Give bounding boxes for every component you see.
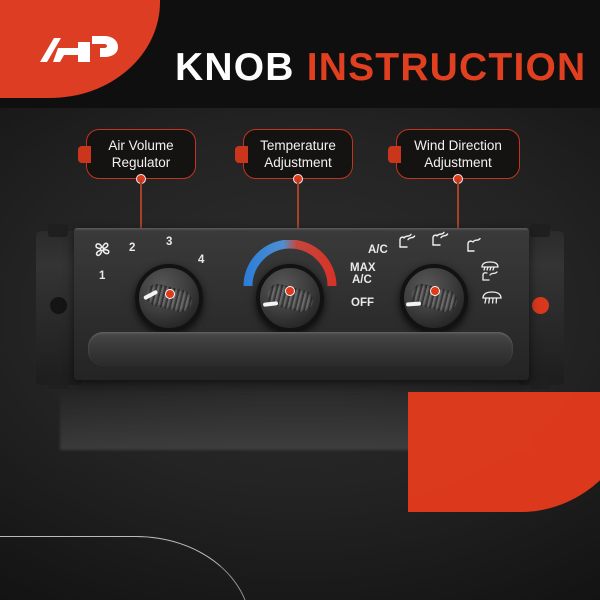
vent-face-feet-icon xyxy=(396,232,416,254)
knob-center-dot xyxy=(430,286,440,296)
fan-speed-knob[interactable] xyxy=(135,264,203,332)
bracket-hole-left xyxy=(50,297,67,314)
faceplate-top-edge xyxy=(74,228,529,231)
bracket-clip-bottom-right xyxy=(530,376,550,389)
callout-tag-2 xyxy=(235,146,248,163)
fan-blower-icon xyxy=(92,240,112,263)
fan-speed-label-1: 1 xyxy=(99,270,106,282)
vent-face-feet-icon-2 xyxy=(429,230,449,252)
callout-line-2: Adjustment xyxy=(424,155,492,170)
knob-center-dot xyxy=(285,286,295,296)
mode-label-max-ac: A/C xyxy=(352,274,372,286)
mode-label-ac: A/C xyxy=(368,244,388,256)
callout-tag-3 xyxy=(388,146,401,163)
panel-trim-bar xyxy=(88,332,513,366)
callout-line-2: Adjustment xyxy=(264,155,332,170)
callout-tag-1 xyxy=(78,146,91,163)
callout-wind-direction-adjustment: Wind Direction Adjustment xyxy=(396,129,520,179)
defrost-feet-icon xyxy=(478,260,502,287)
callout-line-1: Temperature xyxy=(260,138,336,153)
mode-label-off: OFF xyxy=(351,297,374,309)
mode-label-max: MAX xyxy=(350,262,376,274)
callout-line-1: Wind Direction xyxy=(414,138,502,153)
temperature-knob[interactable] xyxy=(256,264,324,332)
decorative-curve-line xyxy=(0,536,251,600)
title-part-instruction: INSTRUCTION xyxy=(306,46,587,89)
callout-line-1: Air Volume xyxy=(108,138,174,153)
red-accent-shape xyxy=(408,392,600,512)
fan-speed-label-4: 4 xyxy=(198,254,205,266)
title-part-knob: KNOB xyxy=(175,46,295,89)
bracket-clip-bottom-left xyxy=(48,376,68,389)
mode-knob[interactable] xyxy=(400,264,468,332)
bracket-hole-right xyxy=(532,297,549,314)
faceplate: 1 2 3 4 xyxy=(74,228,529,380)
callout-air-volume-regulator: Air Volume Regulator xyxy=(86,129,196,179)
hvac-control-panel: 1 2 3 4 xyxy=(36,224,564,389)
temperature-gradient-arc xyxy=(242,239,338,288)
a-premium-logo xyxy=(34,28,126,72)
vent-face-icon xyxy=(464,236,484,258)
knob-center-dot xyxy=(165,289,175,299)
bracket-clip-top-left xyxy=(48,224,68,237)
page-title: KNOB INSTRUCTION xyxy=(175,42,595,94)
fan-speed-label-3: 3 xyxy=(166,236,173,248)
callout-line-2: Regulator xyxy=(111,155,171,170)
fan-speed-label-2: 2 xyxy=(129,242,136,254)
defrost-windshield-icon xyxy=(480,290,504,312)
bracket-clip-top-right xyxy=(530,224,550,237)
callout-temperature-adjustment: Temperature Adjustment xyxy=(243,129,353,179)
